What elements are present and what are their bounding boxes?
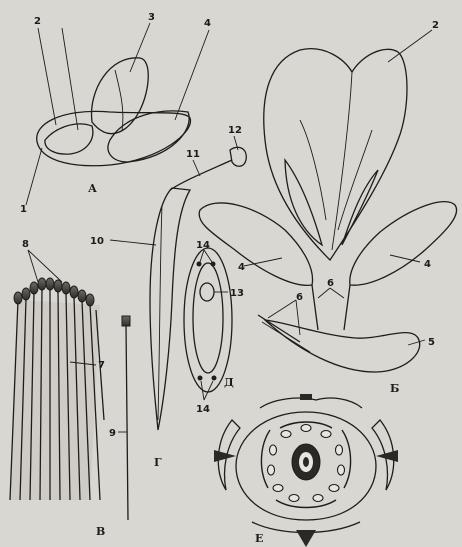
panel-label-d: Д xyxy=(224,376,234,389)
panel-d-ovary-section xyxy=(184,248,232,392)
label-b2: 2 xyxy=(432,20,439,31)
panel-v-stamen-tube xyxy=(10,278,104,500)
label-d13: 13 xyxy=(230,288,244,299)
label-v7: 7 xyxy=(98,360,105,371)
label-b4-right: 4 xyxy=(424,259,431,270)
label-a3: 3 xyxy=(148,12,155,23)
label-d14-top: 14 xyxy=(196,240,210,251)
label-v8: 8 xyxy=(22,239,29,250)
label-v9: 9 xyxy=(109,428,116,439)
label-g11: 11 xyxy=(186,149,200,160)
label-a1: 1 xyxy=(20,204,27,215)
label-a2: 2 xyxy=(34,16,41,27)
panel-label-a: А xyxy=(88,182,97,195)
label-g10: 10 xyxy=(90,236,104,247)
label-d14-bottom: 14 xyxy=(196,404,210,415)
label-b6: 6 xyxy=(296,292,303,303)
label-g12: 12 xyxy=(228,125,242,136)
panel-e-floral-diagram xyxy=(214,394,398,547)
panel-label-g: Г xyxy=(154,456,162,469)
label-b5: 5 xyxy=(428,337,435,348)
panel-v-single-stamen xyxy=(122,316,130,520)
label-b4-left: 4 xyxy=(238,262,245,273)
panel-g-leaders xyxy=(110,136,238,245)
panel-label-e: Е xyxy=(255,532,263,545)
panel-b-leaders xyxy=(244,30,432,345)
panel-label-b: Б xyxy=(390,382,399,395)
label-a4: 4 xyxy=(204,18,211,29)
label-b6-top: 6 xyxy=(327,278,334,289)
panel-b-keel-petal xyxy=(258,315,420,372)
panel-label-v: В xyxy=(96,525,105,538)
panel-a-flower xyxy=(37,58,191,166)
